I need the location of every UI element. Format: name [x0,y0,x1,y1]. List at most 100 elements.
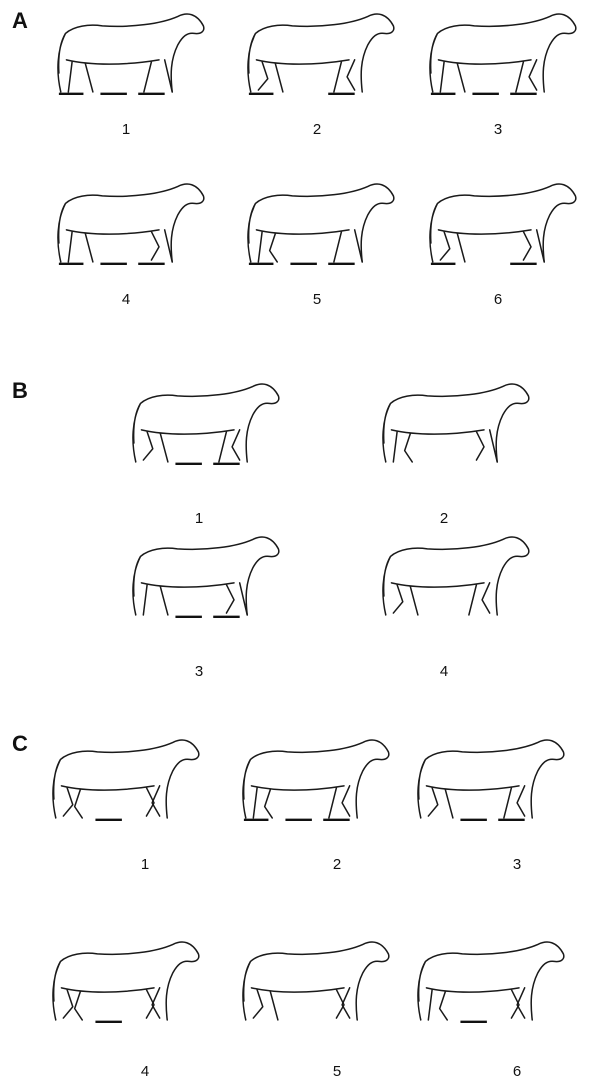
horse-body-outline [58,184,204,262]
panel-b-frame-2-drawing [365,372,535,482]
panel-c-frame-2-drawing [225,728,395,838]
horse-leg [270,234,278,262]
horse-leg [160,587,168,615]
horse-leg [275,64,283,92]
horse-leg [63,990,72,1018]
horse-leg [258,232,262,262]
panel-a-frame-3-drawing [412,2,582,112]
panel-c-frame-6-number: 6 [502,1064,532,1080]
horse-leg [529,60,537,90]
horse-figure [412,2,582,112]
horse-leg [63,788,72,816]
horse-leg [428,788,437,816]
horse-leg [517,786,525,816]
horse-figure [400,728,570,838]
horse-leg [160,434,168,462]
horse-leg [410,587,418,615]
horse-leg [253,990,262,1018]
panel-c-frame-4-drawing [35,930,205,1040]
horse-leg [85,234,93,262]
horse-body-path [418,740,564,818]
panel-b-frame-3-drawing [115,525,285,635]
horse-figure [365,525,535,635]
horse-leg [265,790,273,818]
horse-leg [329,788,337,818]
horse-body-outline [248,14,394,92]
horse-leg [440,232,449,260]
horse-leg [85,64,93,92]
panel-b-frame-1-drawing [115,372,285,482]
horse-leg [445,790,453,818]
panel-a-frame-6-number: 6 [483,292,513,308]
horse-body-path [383,537,529,615]
horse-body-path [133,537,279,615]
horse-leg [517,988,525,1018]
panel-c-frame-1-drawing [35,728,205,838]
horse-leg [143,585,147,615]
horse-body-outline [418,740,564,818]
horse-leg [393,585,402,613]
horse-body-path [430,184,576,262]
horse-leg [516,62,524,92]
panel-c-frame-4-number: 4 [130,1064,160,1080]
horse-leg [440,62,444,92]
horse-leg [75,790,83,818]
panel-label-a: A [12,10,28,32]
horse-leg [253,788,257,818]
horse-figure [412,172,582,282]
horse-body-outline [430,184,576,262]
horse-leg [457,64,465,92]
panel-c-frame-5-drawing [225,930,395,1040]
panel-c-frame-6-drawing [400,930,570,1040]
panel-label-c: C [12,733,28,755]
panel-c-frame-3-drawing [400,728,570,838]
horse-leg [342,988,350,1018]
horse-body-outline [383,537,529,615]
horse-body-outline [243,942,389,1020]
horse-leg [270,992,278,1020]
horse-figure [115,372,285,482]
panel-b-frame-2-number: 2 [429,511,459,527]
horse-leg [75,992,83,1020]
horse-figure [225,930,395,1040]
horse-figure [40,2,210,112]
panel-c-frame-1-number: 1 [130,857,160,873]
panel-a-frame-4-number: 4 [111,292,141,308]
panel-a-frame-2-number: 2 [302,122,332,138]
horse-figure [40,172,210,282]
horse-leg [68,62,72,92]
horse-leg [143,432,152,460]
horse-body-outline [133,537,279,615]
panel-b-frame-4-number: 4 [429,664,459,680]
panel-a-frame-6-drawing [412,172,582,282]
panel-c-frame-5-number: 5 [322,1064,352,1080]
horse-figure [365,372,535,482]
horse-leg [405,434,413,462]
horse-body-path [58,14,204,92]
horse-figure [35,728,205,838]
horse-leg [347,60,355,90]
horse-figure [225,728,395,838]
panel-a-frame-1-drawing [40,2,210,112]
panel-c-frame-3-number: 3 [502,857,532,873]
horse-leg [219,432,227,462]
panel-b-frame-4-drawing [365,525,535,635]
horse-leg [504,788,512,818]
horse-body-outline [430,14,576,92]
horse-leg [440,992,448,1020]
horse-leg [393,432,397,462]
horse-leg [342,786,350,816]
horse-leg [457,234,465,262]
horse-figure [230,2,400,112]
horse-leg [334,232,342,262]
horse-leg [152,988,160,1018]
horse-body-path [430,14,576,92]
panel-a-frame-5-number: 5 [302,292,332,308]
panel-label-b: B [12,380,28,402]
horse-body-path [243,942,389,1020]
horse-leg [232,430,240,460]
horse-leg [428,990,432,1020]
panel-b-frame-1-number: 1 [184,511,214,527]
horse-body-path [133,384,279,462]
horse-body-path [248,14,394,92]
